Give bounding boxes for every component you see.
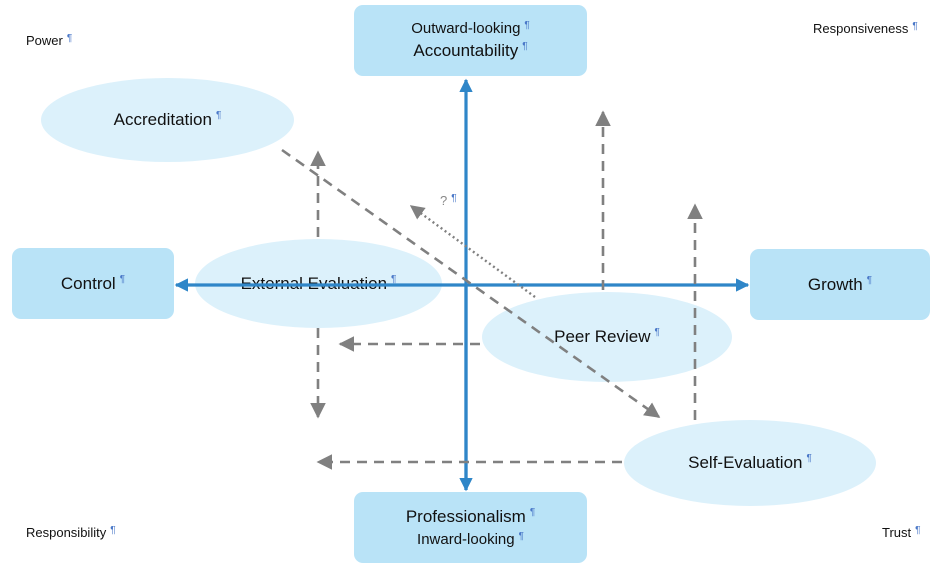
accreditation-ellipse: Accreditation¶ <box>41 78 294 162</box>
peer-review-ellipse: Peer Review¶ <box>482 292 732 382</box>
corner-label-trust: Trust¶ <box>882 525 921 540</box>
corner-label-power: Power¶ <box>26 33 73 48</box>
inward-looking-label: Inward-looking¶ <box>417 531 524 548</box>
peer-review-dotted-arrow <box>409 205 536 298</box>
outward-looking-label: Outward-looking¶ <box>411 20 530 37</box>
accreditation-to-self-evaluation-arrow <box>281 148 661 419</box>
peer-review-label: Peer Review¶ <box>554 327 660 346</box>
professionalism-label: Professionalism¶ <box>405 507 536 526</box>
professionalism-inward-looking-box: Professionalism¶ Inward-looking¶ <box>354 492 587 563</box>
growth-label: Growth¶ <box>807 274 873 294</box>
outward-looking-accountability-box: Outward-looking¶ Accountability¶ <box>354 5 587 76</box>
accreditation-label: Accreditation¶ <box>113 110 222 129</box>
corner-label-responsibility: Responsibility¶ <box>26 525 116 540</box>
self-evaluation-ellipse: Self-Evaluation¶ <box>624 420 876 506</box>
self-evaluation-label: Self-Evaluation¶ <box>688 453 812 472</box>
question-mark-label: ?¶ <box>440 193 457 208</box>
growth-box: Growth¶ <box>750 249 930 320</box>
external-evaluation-label: External Evaluation¶ <box>240 273 397 293</box>
control-label: Control¶ <box>60 273 126 293</box>
accountability-label: Accountability¶ <box>413 41 528 60</box>
control-box: Control¶ <box>12 248 174 319</box>
corner-label-responsiveness: Responsiveness¶ <box>813 21 918 36</box>
